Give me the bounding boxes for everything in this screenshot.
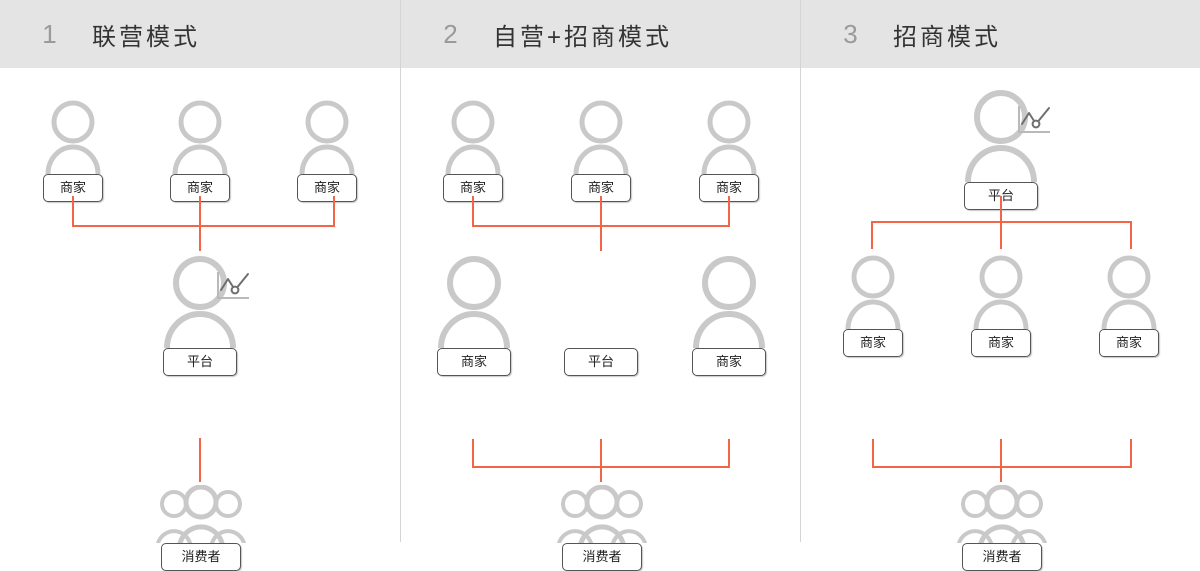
node-platform-2[interactable]: 平台 xyxy=(561,254,641,376)
panel-1: 1 联营模式 商家 商家 商家 xyxy=(0,0,400,571)
panel-3-number: 3 xyxy=(843,18,859,49)
panel-2-title: 自营+招商模式 xyxy=(493,23,673,51)
platform-icon-placeholder xyxy=(561,254,641,348)
connector-stub-left-lower xyxy=(872,439,874,467)
connector-platform-to-consumer xyxy=(199,438,201,482)
node-merchant-2-5[interactable]: 商家 xyxy=(689,254,769,376)
panel-2-body: 商家 商家 商家 xyxy=(401,68,801,571)
connector-drop-center xyxy=(199,225,201,251)
panel-3-body: 平台 商家 商家 xyxy=(801,68,1200,571)
person-group-icon xyxy=(956,485,1048,543)
person-icon xyxy=(1098,253,1160,329)
node-label: 商家 xyxy=(1099,329,1159,357)
node-merchant-1-2[interactable]: 商家 xyxy=(169,98,231,202)
connector-drop-center xyxy=(600,225,602,251)
connector-drop-consumer xyxy=(1000,466,1002,482)
node-label: 消费者 xyxy=(962,543,1042,571)
node-platform-3[interactable]: 平台 xyxy=(961,88,1050,210)
node-merchant-3-3[interactable]: 商家 xyxy=(1098,253,1160,357)
person-icon xyxy=(296,98,358,174)
person-icon xyxy=(689,254,769,348)
connector-stub-center xyxy=(199,196,201,226)
node-consumer-3[interactable]: 消费者 xyxy=(956,485,1048,571)
node-platform-1[interactable]: 平台 xyxy=(160,254,249,376)
connector-bus-bottom xyxy=(872,466,1132,468)
connector-stub-right xyxy=(728,196,730,226)
connector-stub-right xyxy=(1130,221,1132,249)
connector-stub-right-lower xyxy=(728,439,730,467)
person-icon xyxy=(160,254,249,348)
node-label: 消费者 xyxy=(161,543,241,571)
node-merchant-1-1[interactable]: 商家 xyxy=(42,98,104,202)
connector-stub-right-lower xyxy=(1130,439,1132,467)
connector-stub-center-lower xyxy=(600,439,602,467)
node-label: 商家 xyxy=(843,329,903,357)
node-merchant-3-1[interactable]: 商家 xyxy=(842,253,904,357)
connector-stub-center xyxy=(1000,221,1002,249)
line-chart-badge-icon xyxy=(215,270,251,304)
person-icon xyxy=(961,88,1050,182)
person-icon xyxy=(442,98,504,174)
connector-stub-center-lower xyxy=(1000,439,1002,467)
panel-1-body: 商家 商家 商家 xyxy=(0,68,400,571)
panel-2-header: 2 自营+招商模式 xyxy=(401,0,800,68)
person-group-icon xyxy=(556,485,648,543)
connector-bus-top xyxy=(72,225,335,227)
node-consumer-2[interactable]: 消费者 xyxy=(556,485,648,571)
panel-3: 3 招商模式 平台 xyxy=(800,0,1200,571)
panel-3-title: 招商模式 xyxy=(893,23,1001,51)
person-icon xyxy=(434,254,514,348)
panel-2: 2 自营+招商模式 商家 商家 商家 xyxy=(400,0,801,571)
connector-stub-left xyxy=(871,221,873,249)
node-merchant-2-3[interactable]: 商家 xyxy=(698,98,760,202)
line-chart-badge-icon xyxy=(1016,104,1052,138)
person-icon xyxy=(698,98,760,174)
panel-3-header: 3 招商模式 xyxy=(801,0,1200,68)
node-consumer-1[interactable]: 消费者 xyxy=(155,485,247,571)
connector-drop-consumer xyxy=(600,466,602,482)
node-merchant-2-4[interactable]: 商家 xyxy=(434,254,514,376)
panel-1-number: 1 xyxy=(42,18,58,49)
person-icon xyxy=(570,98,632,174)
node-merchant-2-1[interactable]: 商家 xyxy=(442,98,504,202)
node-label: 商家 xyxy=(297,174,357,202)
person-icon xyxy=(169,98,231,174)
connector-stub-left xyxy=(472,196,474,226)
connector-drop-center xyxy=(1000,196,1002,222)
person-icon xyxy=(842,253,904,329)
node-label: 商家 xyxy=(692,348,766,376)
person-group-icon xyxy=(155,485,247,543)
connector-stub-left xyxy=(72,196,74,226)
person-icon xyxy=(970,253,1032,329)
node-label: 商家 xyxy=(971,329,1031,357)
node-label: 平台 xyxy=(163,348,237,376)
node-label: 商家 xyxy=(443,174,503,202)
panel-1-title: 联营模式 xyxy=(92,23,200,51)
node-merchant-3-2[interactable]: 商家 xyxy=(970,253,1032,357)
panel-2-number: 2 xyxy=(443,18,459,49)
person-icon xyxy=(42,98,104,174)
node-label: 商家 xyxy=(437,348,511,376)
node-merchant-2-2[interactable]: 商家 xyxy=(570,98,632,202)
connector-stub-right xyxy=(333,196,335,226)
connector-stub-left-lower xyxy=(472,439,474,467)
node-label: 消费者 xyxy=(562,543,642,571)
connector-stub-center xyxy=(600,196,602,226)
node-label: 平台 xyxy=(564,348,638,376)
node-merchant-1-3[interactable]: 商家 xyxy=(296,98,358,202)
panel-1-header: 1 联营模式 xyxy=(0,0,400,68)
